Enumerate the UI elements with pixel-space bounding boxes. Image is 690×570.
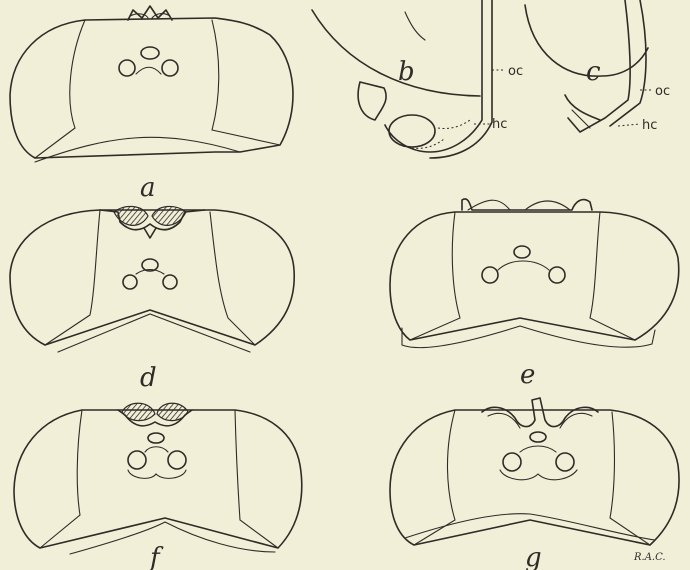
figure-label-a: a bbox=[140, 173, 156, 203]
callout-c-oc: oc bbox=[655, 84, 670, 99]
figure-f-head bbox=[14, 403, 302, 554]
figure-label-d: d bbox=[140, 363, 157, 393]
figure-label-c: c bbox=[586, 57, 601, 87]
callout-c-hc: hc bbox=[642, 118, 657, 133]
artist-signature: R.A.C. bbox=[633, 552, 666, 563]
figure-label-f: f bbox=[148, 543, 164, 570]
figure-g-head bbox=[390, 398, 679, 545]
callout-b-hc: hc bbox=[492, 117, 507, 132]
figure-label-e: e bbox=[520, 360, 535, 390]
figure-d-head bbox=[10, 206, 294, 352]
figure-a-head bbox=[10, 6, 293, 162]
figure-e-head bbox=[390, 199, 679, 348]
figure-label-g: g bbox=[525, 543, 542, 570]
callout-b-oc: oc bbox=[508, 64, 523, 79]
figure-label-b: b bbox=[398, 57, 415, 87]
